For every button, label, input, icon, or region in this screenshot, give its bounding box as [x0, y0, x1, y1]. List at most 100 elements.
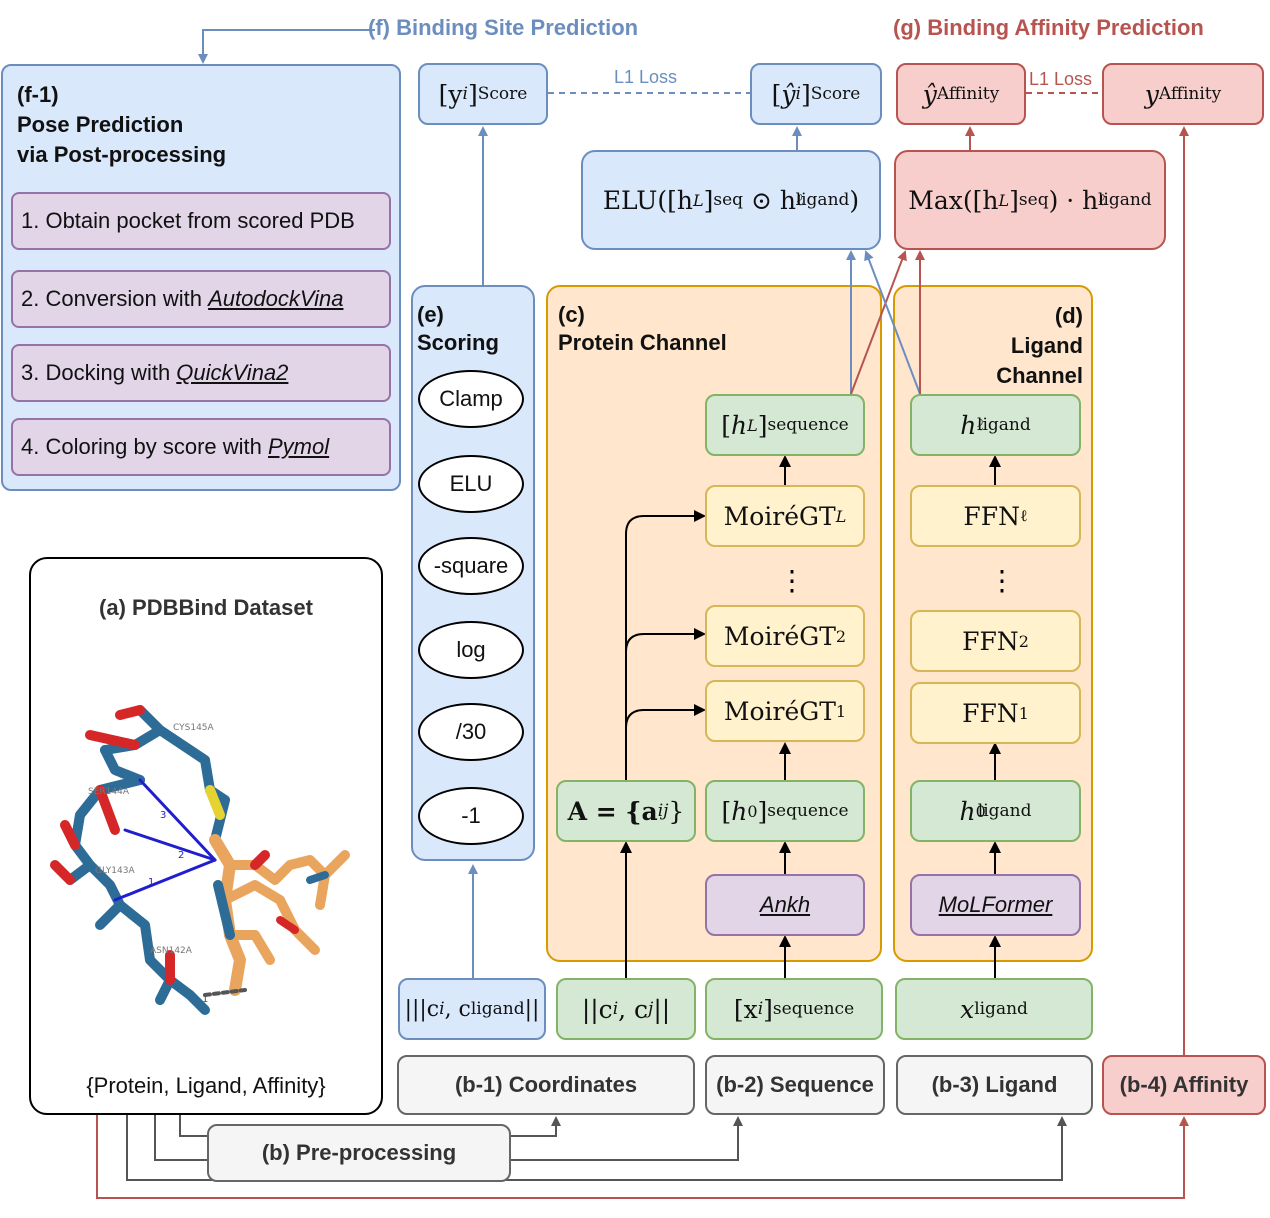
elu-lsub: ligand — [795, 190, 850, 210]
pose-step-1-text: 1. Obtain pocket from scored PDB — [21, 208, 355, 233]
b1-coordinates-box: (b-1) Coordinates — [397, 1055, 695, 1115]
coord-pair-end: || — [653, 994, 671, 1024]
affinity-target-sub: Affinity — [1158, 84, 1222, 104]
h-seq-init-sub: sequence — [767, 801, 849, 821]
arrow-hlig-elu — [864, 250, 921, 395]
b3-ligand-box: (b-3) Ligand — [896, 1055, 1093, 1115]
elu-sup: L — [692, 190, 704, 210]
binding-affinity-title: (g) Binding Affinity Prediction — [893, 15, 1204, 40]
elu-op: ⊙ h — [743, 185, 796, 215]
elu-lsup: ℓ — [796, 190, 804, 209]
bond-label-4: 1 — [202, 994, 208, 1005]
elu-end: ) — [849, 185, 860, 215]
adjacency-end: } — [668, 796, 685, 826]
arrow-dataset-affinity — [96, 1115, 1189, 1199]
affinity-target-y: y — [1144, 79, 1159, 109]
h-lig-final-sup: ℓ — [976, 415, 985, 434]
arrow-adj-moireL — [625, 510, 706, 652]
h-seq-final-sup: L — [747, 415, 758, 435]
max-sup: L — [998, 190, 1010, 210]
coord-lig-mid: , c — [444, 996, 471, 1022]
scoring-op-minus1: -1 — [418, 787, 524, 845]
max-lsub: ligand — [1097, 190, 1152, 210]
ffn-l-base: FFN — [963, 501, 1020, 531]
h-seq-init-sup: 0 — [747, 801, 758, 821]
pose-step-3-text: 3. Docking with — [21, 360, 177, 385]
coord-pair-j: j — [648, 999, 654, 1019]
adjacency-pre: A = {a — [567, 796, 658, 826]
max-pre: Max([h — [908, 185, 999, 215]
arrow-hseq-max — [850, 250, 907, 395]
pdbbind-dataset-panel: (a) PDBBind Dataset {Protein, Ligand, Af… — [29, 557, 383, 1115]
max-op: ) · h — [1048, 185, 1099, 215]
x-seq-pre: [x — [733, 994, 758, 1024]
elu-pre: ELU([h — [602, 185, 693, 215]
pose-step-4-text: 4. Coloring by score with — [21, 434, 268, 459]
scoring-label: (e) — [417, 302, 444, 327]
residue-label-3: GLY143A — [95, 866, 135, 876]
residue-label-4: ASN142A — [150, 946, 193, 956]
coord-pair-i: i — [612, 999, 619, 1019]
ffn-l-sup: ℓ — [1019, 506, 1028, 525]
x-lig: x — [960, 994, 975, 1024]
b-preprocessing-box: (b) Pre-processing — [207, 1124, 511, 1182]
b2-sequence-box: (b-2) Sequence — [705, 1055, 885, 1115]
moire-1-base: MoiréGT — [723, 696, 836, 726]
scoring-op-elu: ELU — [418, 455, 524, 513]
scoring-op-div30: /30 — [418, 703, 524, 761]
molformer-label: MoLFormer — [938, 892, 1053, 917]
score-pred-close: ] — [800, 79, 811, 109]
f1-title-line2: via Post-processing — [17, 142, 227, 167]
scoring-title: Scoring — [417, 330, 499, 355]
pose-step-4: 4. Coloring by score with Pymol — [11, 418, 391, 476]
pose-step-2: 2. Conversion with AutodockVina — [11, 270, 391, 328]
ffn-1-sup: 1 — [1018, 703, 1029, 723]
coord-lig-pre: |||c — [404, 996, 440, 1022]
arrow-pre-ligand — [126, 1115, 1067, 1181]
bond-label-2: 2 — [178, 850, 184, 861]
h-lig-init-sub: ligand — [977, 801, 1032, 821]
arrow-adj-moire1 — [625, 704, 706, 780]
h-lig-final-sub: ligand — [977, 415, 1031, 435]
scoring-op-square: -square — [418, 537, 524, 595]
ffn-2-sup: 2 — [1018, 631, 1029, 651]
pose-step-1: 1. Obtain pocket from scored PDB — [11, 192, 391, 250]
h-lig-init-sup: 0 — [975, 801, 986, 821]
score-pred-hat: ŷ — [781, 79, 796, 109]
pose-step-2-tool: AutodockVina — [208, 286, 344, 311]
ffn-2-base: FFN — [962, 626, 1019, 656]
pdbbind-title: (a) PDBBind Dataset — [99, 595, 313, 620]
molformer-box: MoLFormer — [910, 874, 1081, 936]
score-target-bracket: [y — [438, 79, 463, 109]
max-lsup: ℓ — [1098, 190, 1106, 209]
moire-L-base: MoiréGT — [723, 501, 836, 531]
coord-lig-i: i — [439, 999, 445, 1019]
elu-mid: ] — [703, 185, 714, 215]
bond-label-1: 3 — [160, 810, 166, 821]
moire-2-sup: 2 — [835, 626, 847, 646]
score-target-close: ] — [467, 79, 478, 109]
moire-2-base: MoiréGT — [723, 621, 836, 651]
coord-pair-mid: , c — [618, 994, 649, 1024]
f1-title-line1: Pose Prediction — [17, 112, 184, 137]
score-pred-sub: Score — [810, 84, 861, 104]
coord-pair-pre: ||c — [581, 994, 613, 1024]
protein-ligand-structure-image: CYS145A SER144A GLY143A ASN142A 3 2 1 1 — [50, 705, 350, 1015]
affinity-pred-sub: Affinity — [936, 84, 1000, 104]
coord-lig-sub: ligand — [470, 999, 525, 1019]
x-seq-i: i — [757, 999, 764, 1019]
f1-label: (f-1) — [17, 82, 59, 107]
